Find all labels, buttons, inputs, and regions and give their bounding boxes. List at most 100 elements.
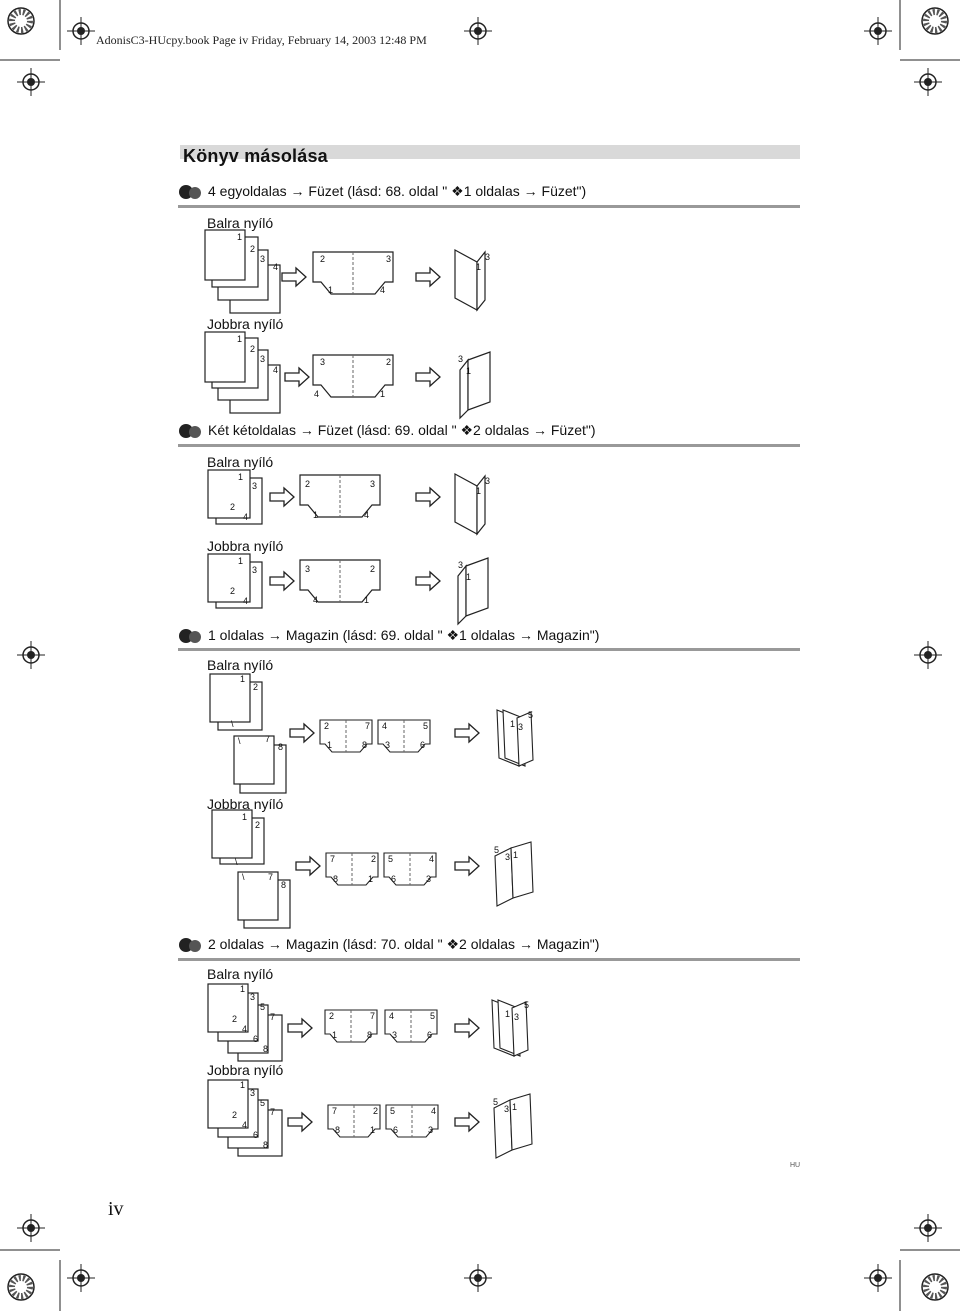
svg-text:4: 4 (382, 721, 387, 731)
svg-text:1: 1 (476, 486, 481, 496)
svg-text:2: 2 (370, 564, 375, 574)
svg-text:3: 3 (458, 354, 463, 364)
svg-text:7: 7 (265, 734, 270, 744)
svg-text:3: 3 (250, 992, 255, 1002)
svg-text:5: 5 (423, 721, 428, 731)
svg-text:5: 5 (494, 845, 499, 855)
section-rule (178, 205, 800, 208)
svg-text:2: 2 (386, 357, 391, 367)
svg-text:3: 3 (458, 560, 463, 570)
svg-text:7: 7 (332, 1106, 337, 1116)
svg-text:1: 1 (466, 572, 471, 582)
svg-text:3: 3 (426, 874, 431, 884)
svg-text:3: 3 (305, 564, 310, 574)
svg-text:3: 3 (485, 252, 490, 262)
svg-text:2: 2 (373, 1106, 378, 1116)
svg-text:2: 2 (230, 502, 235, 512)
svg-text:1: 1 (380, 389, 385, 399)
page-reference[interactable]: lásd: 70. oldal (347, 936, 434, 952)
svg-text:2: 2 (329, 1011, 334, 1021)
svg-text:4: 4 (242, 1024, 247, 1034)
page-title: Könyv másolása (183, 146, 328, 166)
diamond-icon: ❖ (446, 627, 460, 643)
bullet-icon (179, 629, 201, 644)
svg-text:1: 1 (512, 1102, 517, 1112)
svg-text:2: 2 (250, 244, 255, 254)
svg-text:2: 2 (305, 479, 310, 489)
svg-text:2: 2 (232, 1014, 237, 1024)
svg-text:3: 3 (485, 476, 490, 486)
svg-text:3: 3 (386, 254, 391, 264)
svg-text:8: 8 (362, 740, 367, 750)
svg-text:4: 4 (242, 1120, 247, 1130)
title-bar (180, 145, 800, 159)
svg-text:3: 3 (518, 722, 523, 732)
svg-text:2: 2 (250, 344, 255, 354)
svg-text:8: 8 (333, 874, 338, 884)
svg-text:5: 5 (528, 710, 533, 720)
label-left-open: Balra nyíló (207, 657, 274, 673)
svg-text:8: 8 (278, 742, 283, 752)
svg-text:1: 1 (238, 556, 243, 566)
print-header: AdonisC3-HUcpy.book Page iv Friday, Febr… (96, 33, 427, 47)
page-reference[interactable]: lásd: 69. oldal (347, 627, 434, 643)
label-left-open: Balra nyíló (207, 966, 274, 982)
bullet-icon (179, 424, 201, 439)
svg-text:3: 3 (252, 565, 257, 575)
page-number: iv (108, 1198, 124, 1220)
svg-text:\: \ (238, 736, 241, 746)
svg-text:1: 1 (240, 984, 245, 994)
label-right-open: Jobbra nyíló (207, 1062, 284, 1078)
page-reference[interactable]: lásd: 69. oldal (361, 422, 448, 438)
bullet-icon (179, 185, 201, 200)
section-heading-1: 4 egyoldalas → Füzet (lásd: 68. oldal " … (178, 183, 586, 200)
svg-text:3: 3 (260, 354, 265, 364)
svg-text:2: 2 (232, 1110, 237, 1120)
svg-text:4: 4 (314, 389, 319, 399)
svg-text:3: 3 (385, 740, 390, 750)
svg-text:1: 1 (510, 719, 515, 729)
label-right-open: Jobbra nyíló (207, 316, 284, 332)
bullet-icon (179, 938, 201, 953)
section-heading-4: 2 oldalas → Magazin (lásd: 70. oldal " ❖… (178, 936, 599, 953)
svg-text:1: 1 (370, 1125, 375, 1135)
svg-text:1: 1 (368, 874, 373, 884)
label-left-open: Balra nyíló (207, 215, 274, 231)
svg-text:2: 2 (371, 854, 376, 864)
svg-text:2: 2 (253, 682, 258, 692)
svg-text:4: 4 (431, 1106, 436, 1116)
svg-text:4: 4 (273, 365, 278, 375)
svg-text:6: 6 (427, 1030, 432, 1040)
svg-text:3: 3 (504, 1104, 509, 1114)
svg-text:5: 5 (430, 1011, 435, 1021)
svg-text:1: 1 (476, 262, 481, 272)
svg-text:3: 3 (320, 357, 325, 367)
svg-text:7: 7 (268, 872, 273, 882)
page-reference[interactable]: lásd: 68. oldal (351, 183, 439, 199)
svg-text:5: 5 (390, 1106, 395, 1116)
svg-text:2: 2 (320, 254, 325, 264)
svg-text:6: 6 (253, 1034, 258, 1044)
svg-text:3: 3 (260, 254, 265, 264)
svg-text:6: 6 (391, 874, 396, 884)
svg-text:1: 1 (364, 595, 369, 605)
svg-text:7: 7 (270, 1012, 275, 1022)
section-rule (178, 648, 800, 651)
svg-text:7: 7 (270, 1107, 275, 1117)
svg-text:3: 3 (252, 481, 257, 491)
svg-text:8: 8 (281, 880, 286, 890)
svg-text:4: 4 (380, 285, 385, 295)
section-rule (178, 958, 800, 961)
label-left-open: Balra nyíló (207, 454, 274, 470)
svg-text:4: 4 (243, 512, 248, 522)
svg-text:3: 3 (505, 852, 510, 862)
section-rule (178, 444, 800, 447)
svg-text:1: 1 (332, 1030, 337, 1040)
svg-text:1: 1 (328, 285, 333, 295)
diamond-icon: ❖ (460, 422, 474, 438)
svg-text:1: 1 (466, 366, 471, 376)
svg-text:8: 8 (367, 1030, 372, 1040)
svg-text:5: 5 (260, 1002, 265, 1012)
svg-text:3: 3 (370, 479, 375, 489)
svg-text:3: 3 (428, 1125, 433, 1135)
